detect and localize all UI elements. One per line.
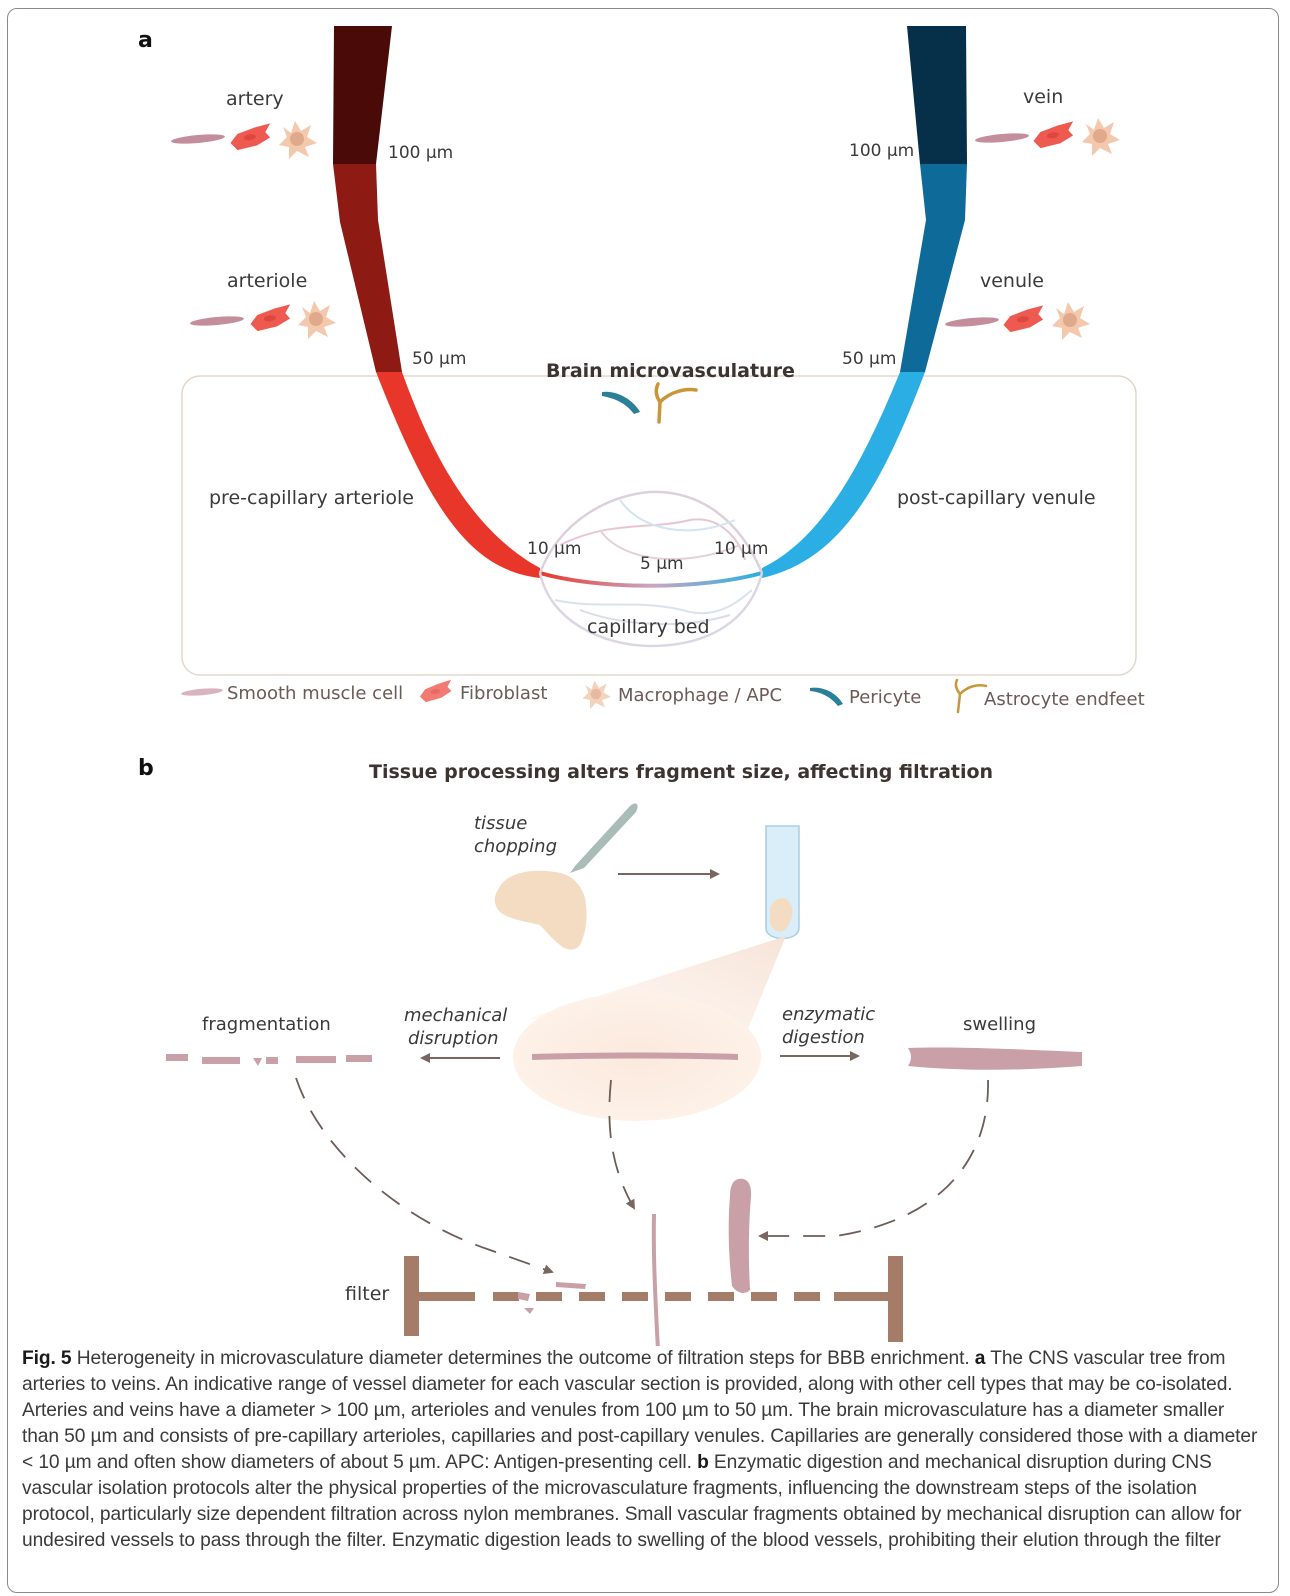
caption-b-label: b: [697, 1452, 709, 1473]
label-mechanical: mechanical: [404, 1005, 507, 1026]
label-capillary-bed: capillary bed: [587, 616, 710, 638]
artery-segment: [333, 26, 392, 164]
diameter-venule: 50 µm: [842, 349, 896, 369]
swelling-dashed-path: [758, 1079, 989, 1241]
vein-segment: [907, 26, 967, 164]
fragmentation-dashed-path: [295, 1077, 554, 1275]
diameter-capillary: 5 µm: [640, 554, 684, 574]
astrocyte-endfeet-icon: [654, 382, 698, 424]
sample-tube: [765, 825, 800, 940]
panel-b-title: Tissue processing alters fragment size, …: [369, 761, 993, 783]
legend-smooth-muscle-label: Smooth muscle cell: [227, 683, 403, 704]
caption-intro: Heterogeneity in microvasculature diamet…: [71, 1348, 975, 1369]
legend: Smooth muscle cell Fibroblast Macrophage…: [181, 678, 1145, 714]
label-post-capillary: post-capillary venule: [897, 487, 1096, 509]
intact-vessel: [532, 1052, 738, 1060]
venous-vessel: [762, 26, 967, 578]
diameter-arteriole: 50 µm: [412, 349, 466, 369]
label-digestion: digestion: [782, 1027, 865, 1048]
label-arteriole: arteriole: [227, 270, 307, 292]
swollen-vessel: [908, 1047, 1082, 1070]
arteriole-segment: [333, 164, 402, 372]
filtered-fragments: [518, 1178, 752, 1346]
label-filter: filter: [345, 1283, 389, 1305]
label-swelling: swelling: [963, 1014, 1036, 1035]
caption-fig-label: Fig. 5: [22, 1348, 72, 1369]
label-fragmentation: fragmentation: [202, 1014, 331, 1035]
vein-cells: [974, 118, 1120, 156]
caption-a-text: The CNS vascular tree from arteries to v…: [22, 1348, 1258, 1473]
figure-caption: Fig. 5 Heterogeneity in microvasculature…: [22, 1346, 1258, 1554]
arteriole-cells: [189, 301, 336, 339]
legend-pericyte-label: Pericyte: [849, 687, 921, 708]
fragmented-vessel: [166, 1054, 372, 1066]
legend-fibroblast: Fibroblast: [418, 679, 547, 704]
label-pre-capillary: pre-capillary arteriole: [209, 487, 414, 509]
brain-tissue-icon: [494, 870, 587, 950]
intact-dashed-path: [608, 1079, 636, 1210]
legend-smooth-muscle-cell: Smooth muscle cell: [181, 683, 403, 704]
microvasculature-box: [181, 375, 1137, 676]
legend-macrophage-label: Macrophage / APC: [618, 685, 782, 706]
label-venule: venule: [980, 270, 1044, 292]
filter-membrane: [404, 1256, 903, 1342]
diameter-vein: 100 µm: [849, 141, 914, 161]
figure-frame: [7, 8, 1279, 1593]
pre-capillary-segment: [376, 372, 540, 578]
label-tissue: tissue: [474, 813, 527, 834]
label-enzymatic: enzymatic: [782, 1004, 875, 1025]
diameter-artery: 100 µm: [388, 143, 453, 163]
label-artery: artery: [226, 88, 284, 110]
legend-fibroblast-label: Fibroblast: [460, 683, 547, 704]
caption-a-label: a: [974, 1348, 986, 1369]
capillary-bed-network: [538, 490, 764, 648]
diameter-pre-capillary: 10 µm: [527, 539, 581, 559]
scalpel-icon: [570, 803, 638, 873]
diameter-post-capillary: 10 µm: [714, 539, 768, 559]
venule-segment: [900, 164, 967, 372]
panel-a-letter: a: [138, 28, 153, 53]
label-vein: vein: [1023, 86, 1063, 108]
venule-cells: [944, 302, 1090, 340]
figure-5-diagram: a artery vein arteriole venule pre-capil…: [138, 26, 1145, 1346]
legend-astrocyte: [954, 678, 988, 714]
panel-b-letter: b: [138, 756, 154, 781]
brain-microvasculature-title: Brain microvasculature: [546, 360, 795, 382]
caption-b-text: Enzymatic digestion and mechanical disru…: [22, 1452, 1242, 1551]
post-capillary-segment: [762, 372, 925, 578]
legend-astrocyte-label: Astrocyte endfeet: [984, 689, 1145, 710]
label-disruption: disruption: [408, 1028, 499, 1049]
arterial-vessel: [333, 26, 540, 578]
legend-macrophage: Macrophage / APC: [582, 680, 782, 709]
pericyte-icon: [602, 391, 640, 414]
artery-cells: [170, 121, 317, 159]
legend-pericyte: Pericyte: [810, 687, 921, 708]
label-chopping: chopping: [474, 836, 557, 857]
